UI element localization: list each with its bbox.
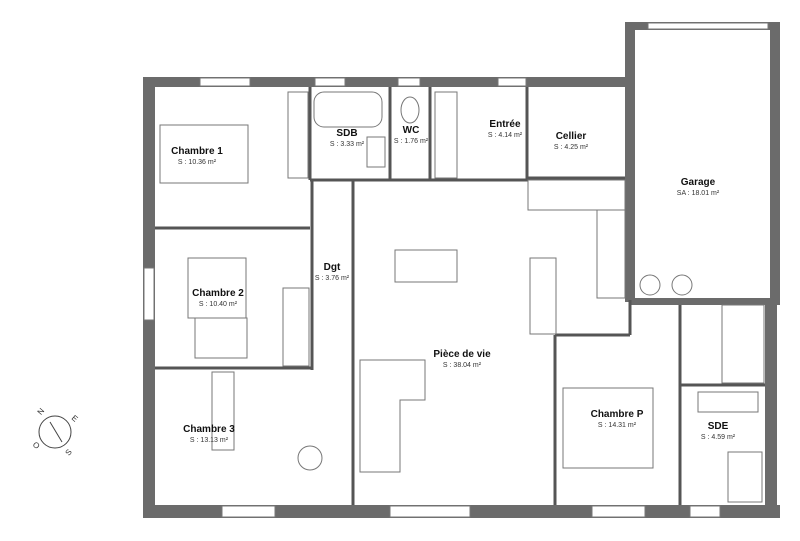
room-name: Garage: [680, 177, 716, 188]
room-name: Chambre P: [590, 409, 644, 420]
room-area: SA : 18.01 m²: [676, 190, 720, 197]
room-area: S : 3.33 m²: [329, 141, 365, 148]
furniture: [159, 91, 765, 503]
bed-chambre-p: [562, 387, 654, 469]
interior-walls: [155, 87, 765, 505]
room-name: Pièce de vie: [433, 349, 491, 360]
shower: [727, 451, 763, 503]
room-chambre-p: Chambre P S : 14.31 m²: [591, 409, 644, 431]
room-chambre-1: Chambre 1 S : 10.36 m²: [171, 146, 223, 168]
room-area: S : 13.13 m²: [189, 437, 229, 444]
sink-icon: [366, 136, 386, 168]
room-area: S : 3.76 m²: [314, 275, 350, 282]
sofa: [359, 359, 426, 473]
room-entree: Entrée S : 4.14 m²: [488, 119, 522, 141]
kitchen-counter: [527, 179, 626, 211]
room-area: S : 1.76 m²: [393, 138, 429, 145]
room-name: Chambre 1: [171, 146, 223, 157]
room-name: SDB: [336, 128, 358, 139]
room-sdb: SDB S : 3.33 m²: [330, 128, 364, 150]
closet-1: [287, 91, 309, 179]
room-dgt: Dgt S : 3.76 m²: [315, 262, 349, 284]
toilet-icon: [400, 96, 420, 124]
room-area: S : 4.14 m²: [487, 132, 523, 139]
room-piece-de-vie: Pièce de vie S : 38.04 m²: [433, 349, 490, 371]
room-area: S : 10.36 m²: [177, 159, 217, 166]
room-sde: SDE S : 4.59 m²: [701, 421, 735, 443]
room-name: WC: [402, 125, 420, 136]
room-name: Cellier: [555, 131, 587, 142]
compass-icon: [38, 415, 72, 449]
chair: [297, 445, 323, 471]
room-chambre-3: Chambre 3 S : 13.13 m²: [183, 424, 235, 446]
double-sink: [697, 391, 759, 413]
room-area: S : 4.59 m²: [700, 434, 736, 441]
room-name: Entrée: [489, 119, 521, 130]
room-wc: WC S : 1.76 m²: [394, 125, 428, 147]
room-cellier: Cellier S : 4.25 m²: [554, 131, 588, 153]
closet-3: [282, 287, 310, 367]
room-area: S : 4.25 m²: [553, 144, 589, 151]
dining-table: [394, 249, 458, 283]
room-area: S : 38.04 m²: [442, 362, 482, 369]
bathtub-icon: [313, 91, 383, 128]
dryer-icon: [671, 274, 693, 296]
kitchen-island: [529, 257, 557, 335]
room-name: Dgt: [323, 262, 341, 273]
room-name: SDE: [707, 421, 729, 432]
closet-2: [434, 91, 458, 179]
room-name: Chambre 3: [183, 424, 235, 435]
room-chambre-2: Chambre 2 S : 10.40 m²: [192, 288, 244, 310]
room-area: S : 10.40 m²: [198, 301, 238, 308]
room-name: Chambre 2: [192, 288, 244, 299]
bed-chambre-1: [159, 124, 249, 184]
desk: [211, 371, 235, 451]
room-area: S : 14.31 m²: [597, 422, 637, 429]
room-garage: Garage SA : 18.01 m²: [677, 177, 719, 199]
washer-icon: [639, 274, 661, 296]
outer-walls: [143, 22, 780, 518]
windows: [143, 22, 769, 518]
